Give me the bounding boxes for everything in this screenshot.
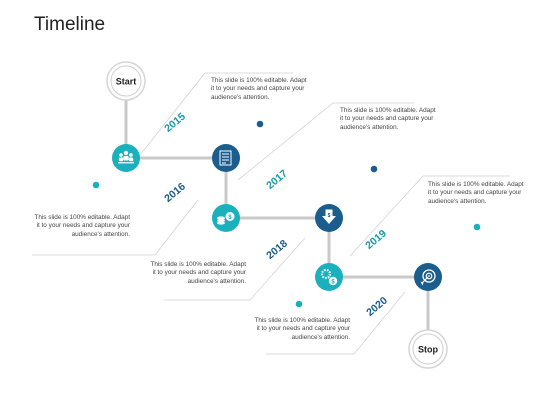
coins-icon: $ (217, 212, 235, 225)
accent-dot (256, 120, 264, 128)
description-2020: This slide is 100% editable. Adapt it to… (254, 317, 350, 341)
stop-node: Stop (408, 329, 448, 369)
down-arrow-icon: $ (322, 209, 336, 224)
year-label-2019: 2019 (363, 227, 389, 251)
description-2016: This slide is 100% editable. Adapt it to… (34, 214, 130, 238)
svg-text:$: $ (328, 213, 331, 219)
milestone-2018: $ (315, 204, 343, 232)
accent-dot (295, 300, 303, 308)
description-2018: This slide is 100% editable. Adapt it to… (150, 261, 246, 285)
accent-dot (370, 165, 378, 173)
svg-text:$: $ (228, 215, 232, 221)
accent-dot (92, 181, 100, 189)
target-icon (420, 269, 436, 286)
diagonal-guides (32, 72, 510, 355)
milestone-2015 (112, 144, 140, 172)
milestone-2016 (212, 144, 240, 172)
year-label-2016: 2016 (162, 180, 188, 204)
people-icon (118, 150, 134, 164)
year-label-2017: 2017 (264, 167, 290, 191)
stop-label: Stop (418, 345, 438, 355)
year-label-2018: 2018 (264, 237, 290, 261)
start-node: Start (106, 61, 146, 101)
milestone-2020 (414, 263, 442, 291)
document-icon (219, 150, 232, 166)
svg-text:$: $ (331, 279, 335, 285)
description-2015: This slide is 100% editable. Adapt it to… (211, 77, 307, 101)
year-label-2015: 2015 (162, 110, 188, 134)
description-2017: This slide is 100% editable. Adapt it to… (340, 107, 436, 131)
milestone-2019: $ (315, 263, 343, 291)
gear-dollar-icon: $ (320, 268, 338, 285)
start-label: Start (116, 77, 137, 87)
page-title: Timeline (34, 14, 106, 35)
milestone-2017: $ (212, 204, 240, 232)
accent-dot (473, 223, 481, 231)
description-2019: This slide is 100% editable. Adapt it to… (428, 181, 524, 205)
accent-dots (92, 120, 481, 308)
